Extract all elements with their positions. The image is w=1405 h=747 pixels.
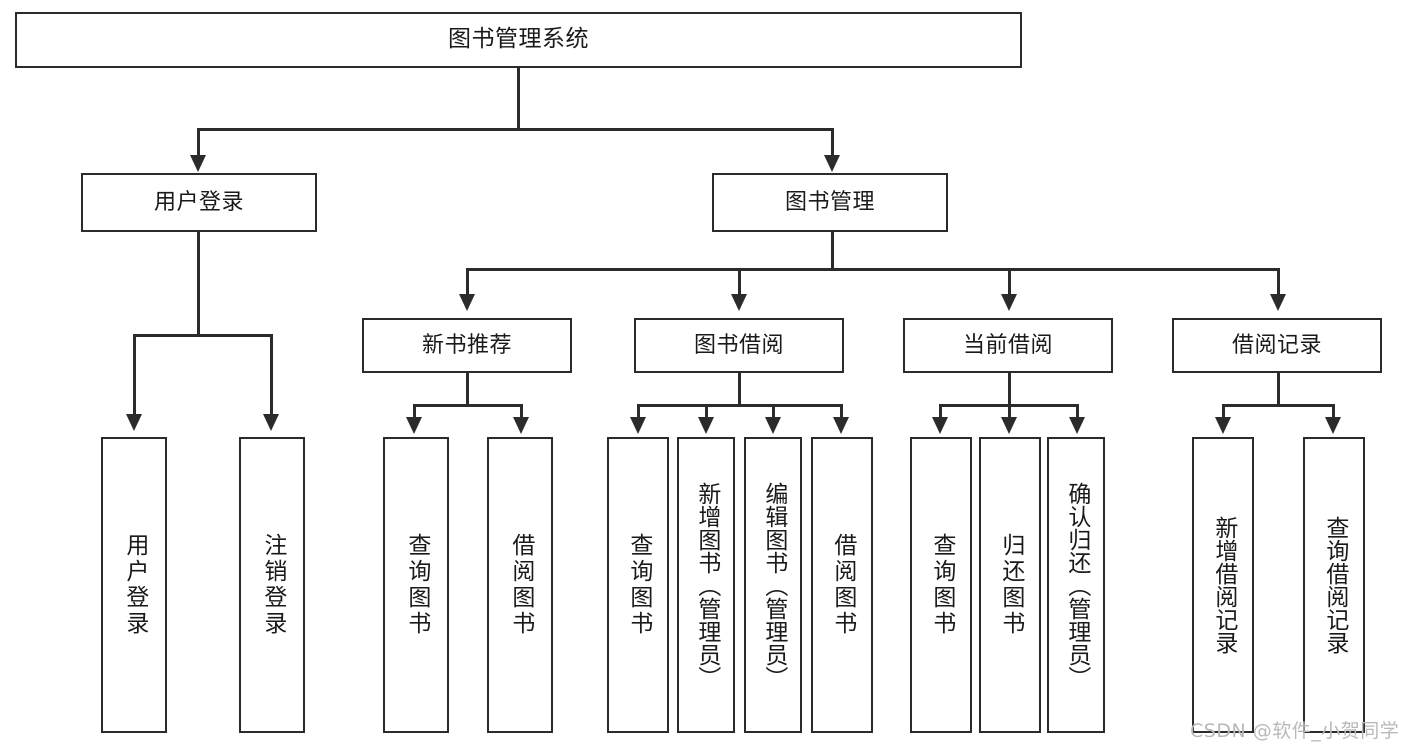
leaf-add-book[interactable]: 新增图书（管理员）: [677, 437, 735, 733]
arrow-user-login-to-leaf-2: [263, 414, 279, 431]
node-label: 查询图书: [625, 533, 652, 637]
edge-bm-to-borrow-record: [1277, 268, 1280, 296]
node-label: 注销登录: [259, 533, 286, 637]
edge-root-to-book-management: [831, 128, 834, 157]
edge-user-login-bus: [133, 334, 273, 337]
edge-bb-bus: [637, 404, 843, 407]
node-borrow-record[interactable]: 借阅记录: [1172, 318, 1382, 373]
arrow-br-to-leaf-2: [1325, 417, 1341, 434]
edge-br-bus: [1222, 404, 1335, 407]
edge-br-to-leaf-1: [1222, 404, 1225, 419]
arrow-bm-to-borrow-record: [1270, 294, 1286, 311]
node-new-book-recommend[interactable]: 新书推荐: [362, 318, 572, 373]
edge-bb-to-leaf-4: [840, 404, 843, 419]
node-user-login[interactable]: 用户登录: [81, 173, 317, 232]
node-book-management[interactable]: 图书管理: [712, 173, 948, 232]
arrow-cb-to-leaf-2: [1001, 417, 1017, 434]
node-label: 新增图书（管理员）: [693, 481, 720, 689]
arrow-bm-to-new-book: [459, 294, 475, 311]
edge-bm-to-current-borrow: [1008, 268, 1011, 296]
arrow-bb-to-leaf-2: [698, 417, 714, 434]
edge-root-to-user-login: [197, 128, 200, 157]
edge-user-login-to-leaf-2: [270, 334, 273, 416]
edge-bb-to-leaf-3: [772, 404, 775, 419]
arrow-nb-to-leaf-1: [406, 417, 422, 434]
node-label: 借阅记录: [1231, 332, 1322, 358]
node-label: 确认归还（管理员）: [1063, 481, 1090, 689]
leaf-query-book-1[interactable]: 查询图书: [383, 437, 449, 733]
edge-bb-stem: [738, 373, 741, 406]
edge-root-bus: [197, 128, 834, 131]
edge-nb-to-leaf-1: [413, 404, 416, 419]
arrow-cb-to-leaf-3: [1069, 417, 1085, 434]
node-label: 编辑图书（管理员）: [760, 481, 787, 689]
edge-user-login-to-leaf-1: [133, 334, 136, 416]
edge-cb-to-leaf-2: [1008, 404, 1011, 419]
edge-cb-stem: [1008, 373, 1011, 406]
node-label: 图书管理系统: [448, 26, 589, 53]
leaf-edit-book[interactable]: 编辑图书（管理员）: [744, 437, 802, 733]
arrow-cb-to-leaf-1: [932, 417, 948, 434]
node-book-borrow[interactable]: 图书借阅: [634, 318, 844, 373]
edge-nb-to-leaf-2: [520, 404, 523, 419]
node-label: 图书借阅: [693, 332, 784, 358]
arrow-root-to-user-login: [190, 155, 206, 172]
edge-book-management-stem: [831, 232, 834, 270]
arrow-user-login-to-leaf-1: [126, 414, 142, 431]
arrow-bm-to-current-borrow: [1001, 294, 1017, 311]
edge-nb-stem: [466, 373, 469, 406]
node-current-borrow[interactable]: 当前借阅: [903, 318, 1113, 373]
node-label: 新增借阅记录: [1210, 516, 1237, 654]
node-label: 查询图书: [928, 533, 955, 637]
leaf-query-book-3[interactable]: 查询图书: [910, 437, 972, 733]
leaf-return-book[interactable]: 归还图书: [979, 437, 1041, 733]
node-label: 查询借阅记录: [1321, 516, 1348, 654]
leaf-logout[interactable]: 注销登录: [239, 437, 305, 733]
node-label: 新书推荐: [421, 332, 512, 358]
node-root-system[interactable]: 图书管理系统: [15, 12, 1022, 68]
edge-bm-to-book-borrow: [738, 268, 741, 296]
arrow-nb-to-leaf-2: [513, 417, 529, 434]
node-label: 用户登录: [121, 533, 148, 637]
leaf-query-record[interactable]: 查询借阅记录: [1303, 437, 1365, 733]
edge-br-stem: [1277, 373, 1280, 406]
arrow-bb-to-leaf-1: [630, 417, 646, 434]
node-label: 查询图书: [403, 533, 430, 637]
edge-cb-to-leaf-1: [939, 404, 942, 419]
edge-root-stem: [517, 68, 520, 130]
leaf-borrow-book-1[interactable]: 借阅图书: [487, 437, 553, 733]
edge-cb-to-leaf-3: [1076, 404, 1079, 419]
edge-user-login-stem: [197, 232, 200, 336]
edge-bm-to-new-book: [466, 268, 469, 296]
node-label: 图书管理: [784, 189, 875, 215]
node-label: 当前借阅: [962, 332, 1053, 358]
edge-bb-to-leaf-2: [705, 404, 708, 419]
leaf-confirm-return[interactable]: 确认归还（管理员）: [1047, 437, 1105, 733]
leaf-borrow-book-2[interactable]: 借阅图书: [811, 437, 873, 733]
arrow-bm-to-book-borrow: [731, 294, 747, 311]
edge-nb-bus: [413, 404, 523, 407]
edge-bb-to-leaf-1: [637, 404, 640, 419]
arrow-br-to-leaf-1: [1215, 417, 1231, 434]
node-label: 用户登录: [153, 189, 244, 215]
arrow-root-to-book-management: [824, 155, 840, 172]
arrow-bb-to-leaf-4: [833, 417, 849, 434]
node-label: 借阅图书: [829, 533, 856, 637]
edge-br-to-leaf-2: [1332, 404, 1335, 419]
edge-book-management-bus: [466, 268, 1279, 271]
leaf-add-record[interactable]: 新增借阅记录: [1192, 437, 1254, 733]
arrow-bb-to-leaf-3: [765, 417, 781, 434]
node-label: 借阅图书: [507, 533, 534, 637]
node-label: 归还图书: [997, 533, 1024, 637]
leaf-query-book-2[interactable]: 查询图书: [607, 437, 669, 733]
leaf-user-login[interactable]: 用户登录: [101, 437, 167, 733]
